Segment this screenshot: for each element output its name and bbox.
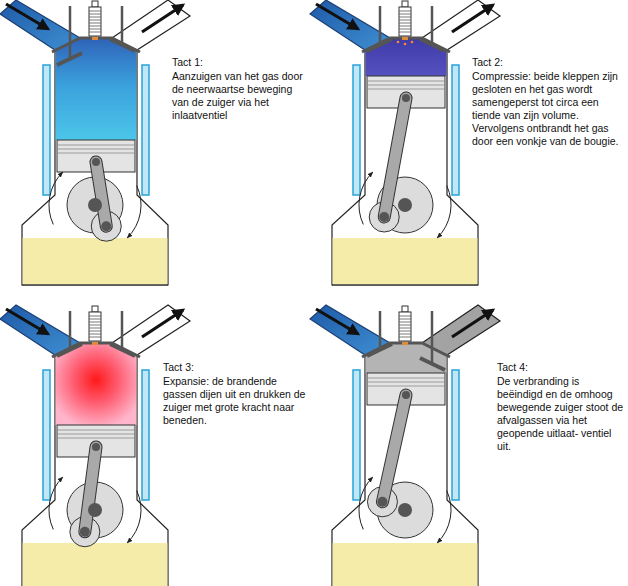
connecting-rod-outline (382, 395, 406, 502)
connecting-rod (382, 395, 406, 502)
oil-sump (23, 543, 168, 586)
crankshaft (398, 198, 412, 212)
crank-pin (101, 221, 111, 231)
inflow-arrow (316, 4, 358, 29)
cylinder-wall (353, 370, 360, 500)
spark-plug (399, 306, 411, 345)
piston-pin (402, 94, 410, 102)
stroke-heading: Tact 2: (472, 56, 624, 69)
engine-cylinder (310, 305, 500, 586)
cylinder-head (362, 38, 450, 52)
stroke-description: Compressie: beide kleppen zijn gesloten … (472, 70, 624, 148)
rotation-arrow (128, 491, 141, 543)
outflow-arrow (452, 5, 493, 32)
inlet-valve-stem (69, 311, 72, 349)
cylinder-wall (43, 65, 50, 195)
crankshaft (88, 198, 102, 212)
gas-charge (366, 38, 447, 76)
crank-pin (80, 527, 90, 537)
inflow-arrow (6, 309, 48, 334)
oil-sump (333, 238, 478, 284)
cylinder-wall (452, 370, 459, 500)
engine-cylinder (310, 0, 500, 285)
crankcase-bottom (22, 284, 168, 285)
spark-plug (397, 1, 414, 45)
connecting-rod-outline (85, 447, 96, 532)
engine-cylinder (0, 0, 190, 285)
rotation-arrow (359, 477, 372, 529)
exhaust-valve (420, 39, 445, 51)
inlet-valve (367, 344, 392, 356)
connecting-rod (85, 447, 96, 532)
stroke-description: Expansie: de brandende gassen dijen uit … (163, 375, 309, 427)
rotation-arrow (359, 172, 372, 224)
connecting-rod-outline (96, 162, 106, 226)
oil-sump (23, 238, 168, 284)
inflow-arrow (6, 4, 48, 29)
crankcase (332, 50, 478, 285)
crank-pin (379, 212, 389, 222)
cylinder-head (52, 38, 140, 52)
rotation-arrow (49, 172, 62, 224)
cylinder-wall (353, 65, 360, 195)
outflow-arrow (452, 310, 493, 337)
piston-pin (92, 158, 100, 166)
crankcase (332, 355, 478, 586)
inlet-valve-stem (379, 6, 382, 44)
cylinder-head (362, 343, 450, 357)
piston-pin (92, 443, 100, 451)
inlet-valve-stem (379, 311, 382, 349)
cylinder-wall (142, 370, 149, 500)
inlet-valve (57, 53, 82, 65)
cylinder-wall (43, 370, 50, 500)
exhaust-valve (420, 358, 445, 370)
rotation-arrow (438, 186, 451, 238)
oil-sump (333, 543, 478, 586)
outflow-arrow (142, 5, 183, 32)
inlet-valve-stem (69, 6, 72, 58)
rotation-arrow (49, 477, 62, 529)
rotation-arrow (128, 186, 141, 238)
gas-charge (56, 343, 137, 425)
exhaust-valve-stem (431, 6, 434, 44)
inlet-valve (57, 344, 82, 356)
stroke-heading: Tact 3: (163, 361, 309, 374)
cylinder-wall (142, 65, 149, 195)
rotation-arrow (438, 491, 451, 543)
exhaust-valve (110, 39, 135, 51)
stroke-description: Aanzuigen van het gas door de neerwaarts… (172, 70, 308, 122)
cylinder-wall (452, 65, 459, 195)
crankshaft (398, 503, 412, 517)
inflow-arrow (316, 309, 358, 334)
stroke-heading: Tact 4: (497, 361, 624, 374)
stroke-heading: Tact 1: (172, 56, 308, 69)
connecting-rod (96, 162, 106, 226)
crank-pin (377, 497, 387, 507)
exhaust-valve-stem (121, 311, 124, 349)
spark-plug (89, 306, 101, 345)
inlet-valve (367, 39, 392, 51)
exhaust-valve-stem (431, 311, 434, 363)
piston-pin (402, 391, 410, 399)
outflow-arrow (142, 310, 183, 337)
crankcase-bottom (332, 284, 478, 285)
gas-charge (56, 38, 137, 140)
crankshaft (88, 503, 102, 517)
exhaust-valve-stem (121, 6, 124, 44)
spark-plug (89, 1, 101, 40)
engine-cylinder (0, 305, 190, 586)
cylinder-head (52, 343, 140, 357)
exhaust-valve (110, 344, 135, 356)
stroke-description: De verbranding is beëindigd en de omhoog… (497, 375, 624, 453)
